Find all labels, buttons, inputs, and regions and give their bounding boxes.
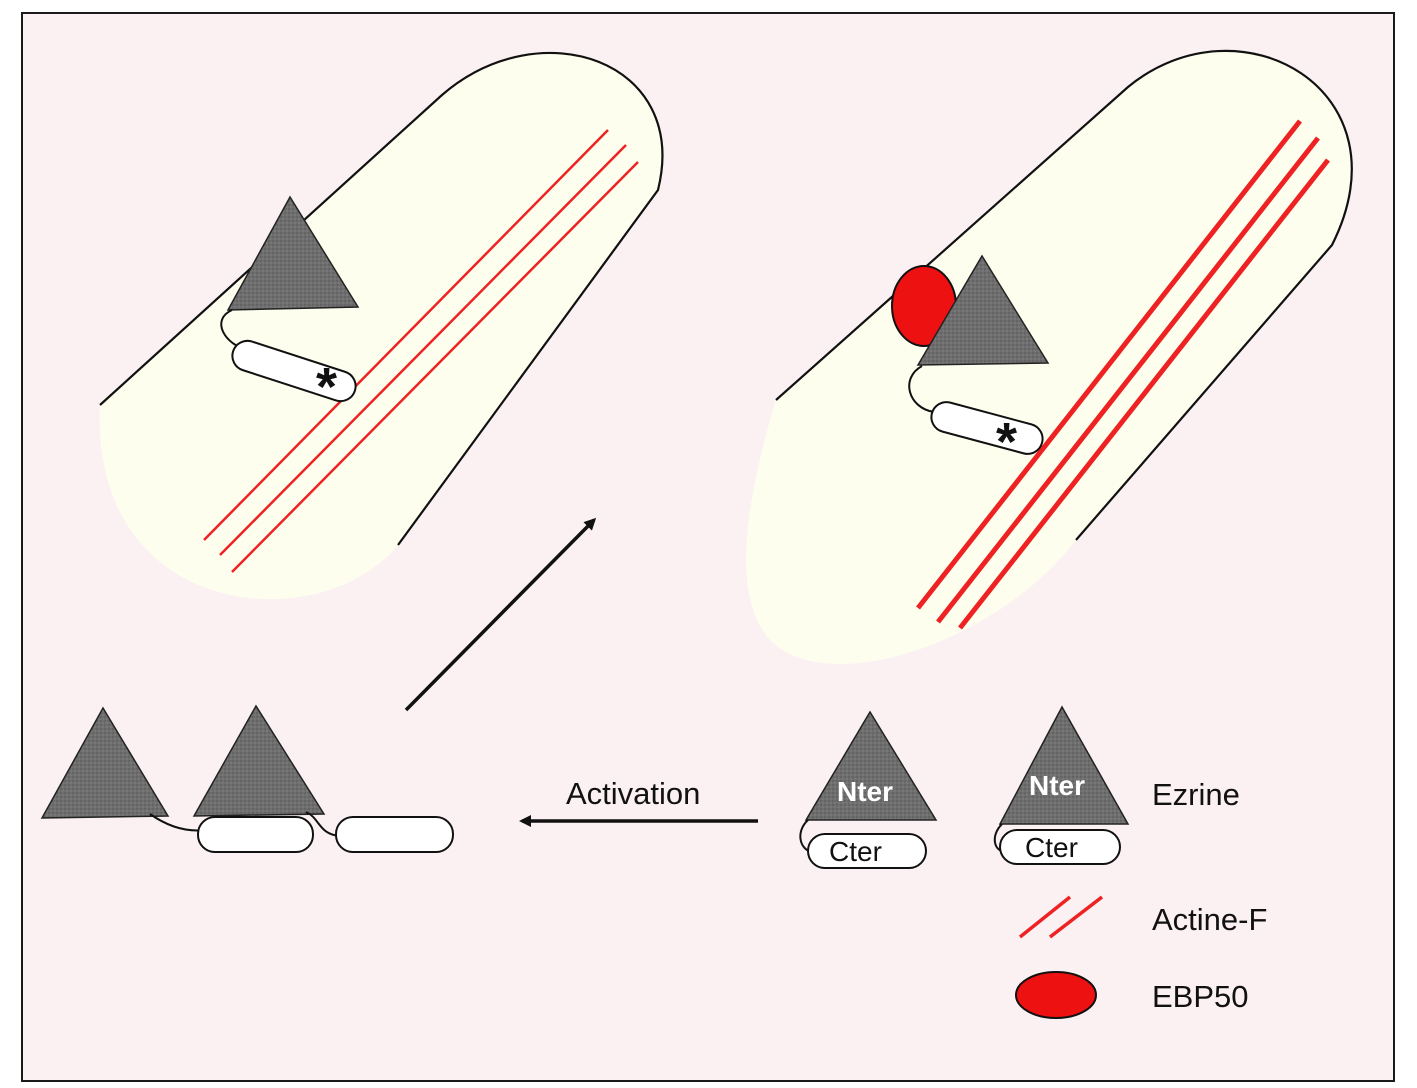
legend-actin-symbol-1 (1018, 895, 1072, 939)
right-actin-filament-1 (916, 119, 1302, 610)
left-phospho-mark: * (316, 357, 337, 417)
legend-ezrin-c-label: Cter (1025, 832, 1078, 863)
legend-actin-label: Actine-F (1152, 902, 1267, 937)
monomer-n-domain (804, 710, 938, 821)
right-membrane-outline (775, 49, 1353, 541)
ezrin-oligomer (40, 704, 454, 853)
left-cell-body (99, 52, 663, 600)
left-ezrin-c-domain (231, 339, 357, 403)
left-microvillus: * (99, 51, 664, 600)
oligomer-n-domain-1 (40, 706, 170, 819)
left-actin-filament-1 (203, 129, 609, 541)
right-actin-filament-2 (936, 136, 1320, 624)
right-ezrin-linker (908, 365, 935, 413)
left-ezrin-n-domain (226, 195, 360, 311)
activation-label: Activation (566, 776, 700, 811)
left-actin-filament-2 (219, 144, 627, 556)
legend-ezrine-label: Ezrine (1152, 777, 1240, 812)
legend-actin-symbol-2 (1048, 895, 1104, 939)
left-membrane-outline (99, 51, 664, 546)
left-actin-filament-3 (231, 161, 639, 573)
monomer-c-domain-label: Cter (829, 836, 882, 867)
membrane-recruitment-arrow (404, 517, 597, 712)
legend-ebp50-symbol (1015, 971, 1097, 1019)
right-microvillus: * (746, 49, 1353, 664)
legend-ezrin-n-domain (998, 705, 1130, 825)
legend-ezrin-n-label: Nter (1029, 770, 1085, 801)
legend-ezrin-c-domain (999, 829, 1121, 865)
oligomer-n-domain-2 (192, 704, 326, 817)
monomer-c-domain (807, 833, 927, 869)
oligomer-c-domain-2 (335, 816, 454, 853)
dormant-ezrin-monomer: Nter Cter (799, 710, 938, 869)
right-cell-body (746, 50, 1352, 664)
monomer-n-domain-label: Nter (837, 776, 893, 807)
right-phospho-mark: * (996, 412, 1017, 472)
right-actin-filament-3 (958, 158, 1330, 630)
oligomer-c-domain-1 (197, 816, 314, 853)
right-ezrin-n-domain (916, 254, 1050, 366)
legend-ebp50-label: EBP50 (1152, 979, 1249, 1014)
legend: Nter Cter Ezrine Actine-F EBP50 (993, 705, 1267, 1019)
right-ezrin-c-domain (930, 401, 1044, 455)
